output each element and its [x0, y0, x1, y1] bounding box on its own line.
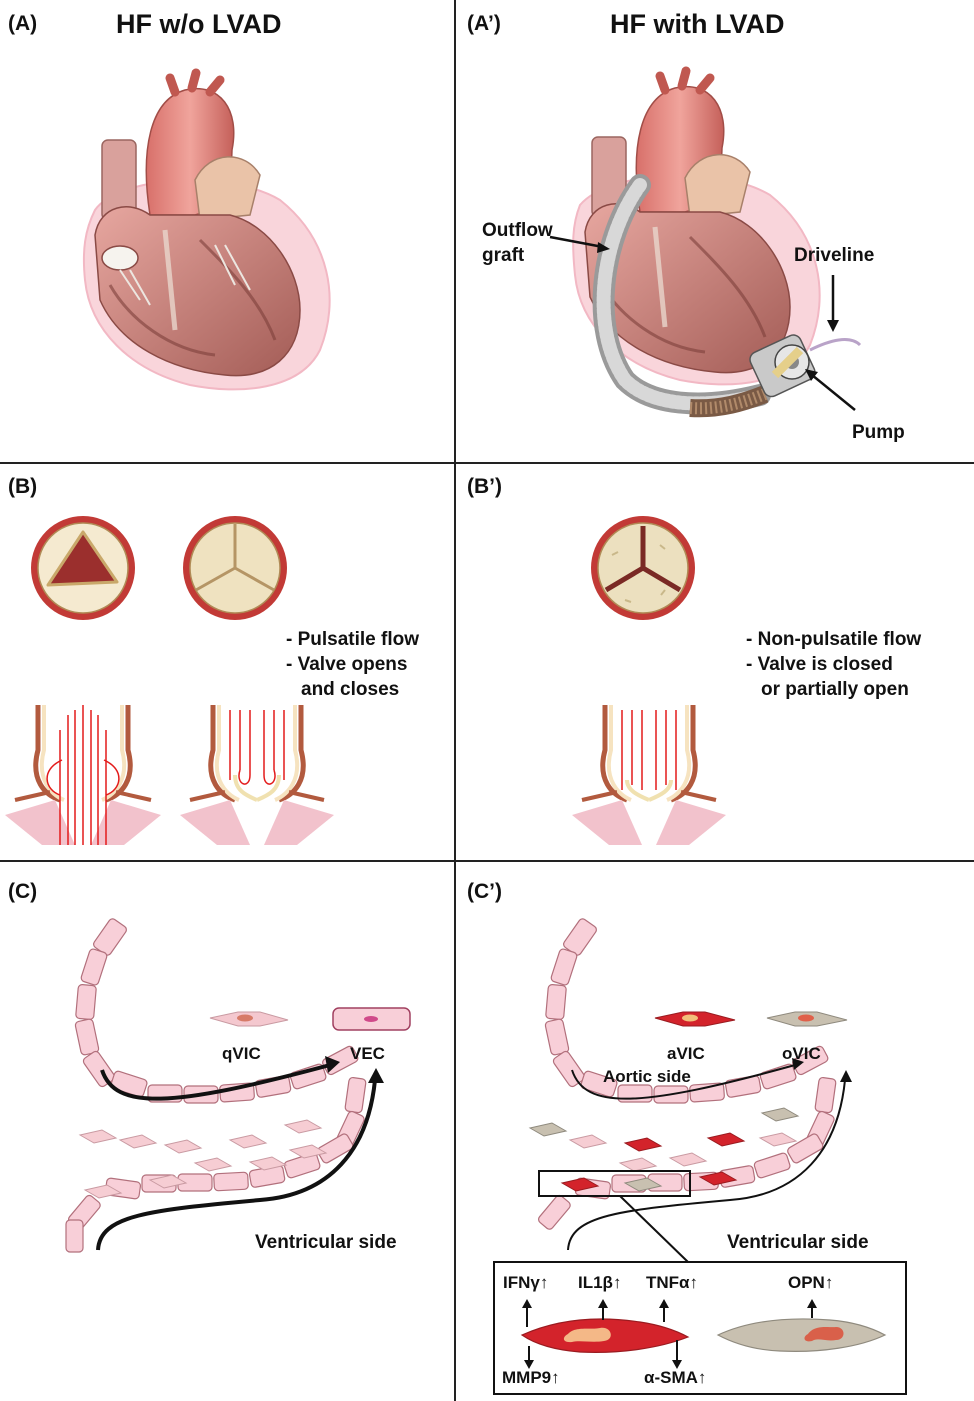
marker-il1b: IL1β↑	[578, 1273, 621, 1293]
label-ventricular-side-c-prime: Ventricular side	[727, 1230, 869, 1255]
label-ovic: oVIC	[782, 1044, 821, 1064]
label-aortic-side: Aortic side	[603, 1067, 691, 1087]
marker-ifng: IFNγ↑	[503, 1273, 548, 1293]
marker-asma: α-SMA↑	[644, 1368, 706, 1388]
marker-mmp9: MMP9↑	[502, 1368, 560, 1388]
label-avic: aVIC	[667, 1044, 705, 1064]
marker-opn: OPN↑	[788, 1273, 833, 1293]
marker-tnfa: TNFα↑	[646, 1273, 698, 1293]
